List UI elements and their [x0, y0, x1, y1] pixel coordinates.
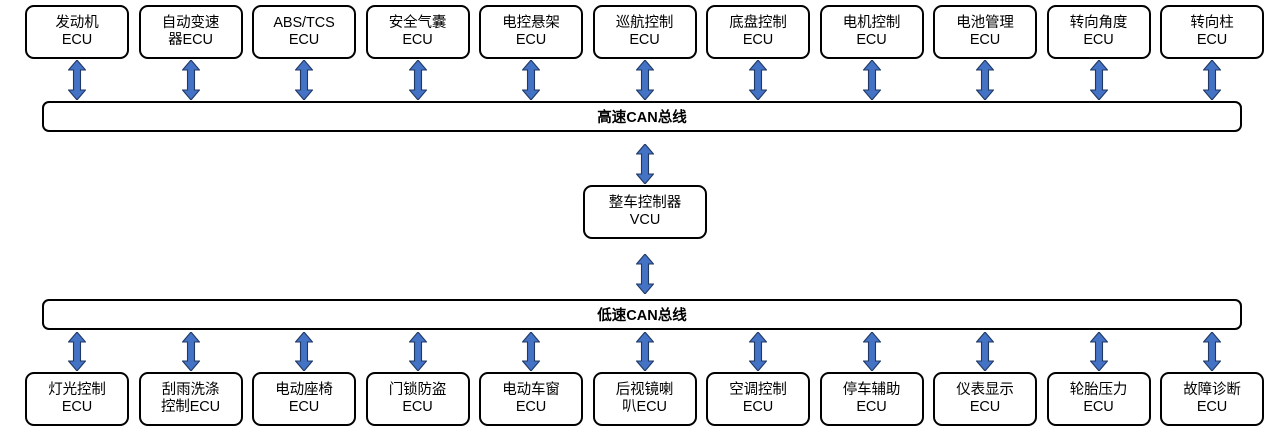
low-speed-node-10-label-line2: ECU: [1083, 399, 1114, 415]
high-speed-connector-arrow-1: [68, 60, 86, 100]
high-speed-can-bus-label: 高速CAN总线: [597, 110, 687, 126]
low-speed-node-8-label-line1: 停车辅助: [842, 381, 901, 398]
low-speed-node-3-label-line2: ECU: [288, 399, 320, 415]
high-speed-node-1-label-line2: ECU: [61, 32, 93, 48]
high-speed-node-10-label-line2: ECU: [1083, 32, 1114, 48]
high-speed-node-7-label-line2: ECU: [742, 32, 774, 48]
low-speed-connector-arrow-5: [522, 332, 540, 371]
high-speed-connector-arrow-6: [635, 60, 654, 100]
low-speed-connector-arrow-3: [295, 332, 313, 371]
high-speed-connector-arrow-9: [976, 60, 994, 100]
high-speed-connector-arrow-10: [1089, 60, 1108, 100]
high-speed-connector-arrow-2: [181, 60, 200, 100]
low-speed-node-1-label-line1: 灯光控制: [48, 381, 106, 398]
low-speed-node-7-label-line1: 空调控制: [729, 381, 787, 398]
high-speed-node-11-label-line2: ECU: [1196, 32, 1228, 48]
high-speed-connector-arrow-3: [295, 60, 313, 100]
low-speed-connector-arrow-7: [749, 332, 767, 371]
high-speed-connector-arrow-4: [408, 60, 427, 100]
high-speed-node-5-label-line2: ECU: [515, 32, 547, 48]
vcu-label-line1: 整车控制器: [608, 194, 682, 211]
low-speed-node-7-label-line2: ECU: [742, 399, 774, 415]
high-speed-node-7-label-line1: 底盘控制: [729, 14, 787, 31]
high-speed-node-6-label-line1: 巡航控制: [615, 14, 674, 31]
low-speed-can-bus-label: 低速CAN总线: [597, 308, 687, 324]
low-speed-connector-arrow-2: [181, 332, 200, 371]
low-speed-node-2-label-line1: 刮雨洗涤: [161, 381, 220, 398]
low-speed-connector-arrow-4: [408, 332, 427, 371]
high-speed-can-bus: 高速CAN总线: [42, 101, 1242, 132]
low-speed-node-6: 后视镜喇叭ECU: [592, 372, 697, 426]
high-speed-node-4-label-line2: ECU: [402, 32, 433, 48]
low-speed-node-9-label-line2: ECU: [969, 399, 1001, 415]
low-speed-node-5-label-line2: ECU: [515, 399, 547, 415]
low-speed-node-6-label-line2: 叭ECU: [622, 399, 667, 415]
high-speed-connector-arrow-11: [1203, 60, 1221, 100]
high-speed-node-2: 自动变速器ECU: [138, 5, 243, 59]
vcu-low-speed-connector-arrow: [636, 254, 654, 294]
high-speed-node-6-label-line2: ECU: [629, 32, 660, 48]
high-speed-node-8-label-line2: ECU: [856, 32, 887, 48]
high-speed-node-1-label-line1: 发动机: [55, 14, 99, 31]
low-speed-node-2: 刮雨洗涤控制ECU: [138, 372, 243, 426]
vehicle-control-unit-box: 整车控制器 VCU: [583, 185, 707, 239]
low-speed-node-5-label-line1: 电动车窗: [502, 381, 560, 398]
low-speed-node-1-label-line2: ECU: [61, 399, 93, 415]
low-speed-node-9-label-line1: 仪表显示: [956, 381, 1014, 398]
high-speed-node-10-label-line1: 转向角度: [1069, 14, 1128, 31]
high-speed-node-3-label-line1: ABS/TCS: [273, 14, 335, 31]
low-speed-node-11-label-line2: ECU: [1196, 399, 1228, 415]
low-speed-connector-arrow-10: [1089, 332, 1108, 371]
high-speed-node-9-label-line2: ECU: [969, 32, 1001, 48]
low-speed-node-11-label-line1: 故障诊断: [1183, 381, 1241, 398]
low-speed-node-10-label-line1: 轮胎压力: [1069, 381, 1128, 398]
low-speed-connector-arrow-11: [1203, 332, 1221, 371]
low-speed-node-4-label-line1: 门锁防盗: [388, 381, 447, 398]
low-speed-connector-arrow-9: [976, 332, 994, 371]
low-speed-connector-arrow-1: [68, 332, 86, 371]
low-speed-can-bus: 低速CAN总线: [42, 299, 1242, 330]
low-speed-connector-arrow-8: [862, 332, 881, 371]
high-speed-node-5-label-line1: 电控悬架: [502, 14, 560, 31]
vcu-label-line2: VCU: [629, 212, 661, 228]
low-speed-node-6-label-line1: 后视镜喇: [615, 381, 674, 398]
high-speed-node-2-label-line1: 自动变速: [161, 14, 220, 31]
vcu-high-speed-connector-arrow: [636, 144, 654, 184]
high-speed-connector-arrow-7: [749, 60, 767, 100]
high-speed-node-4-label-line1: 安全气囊: [388, 14, 447, 31]
low-speed-node-2-label-line2: 控制ECU: [160, 399, 221, 415]
low-speed-node-3-label-line1: 电动座椅: [275, 381, 333, 398]
low-speed-connector-arrow-6: [635, 332, 654, 371]
high-speed-connector-arrow-8: [862, 60, 881, 100]
high-speed-node-9-label-line1: 电池管理: [956, 14, 1014, 31]
low-speed-node-4-label-line2: ECU: [402, 399, 433, 415]
high-speed-node-2-label-line2: 器ECU: [168, 32, 213, 48]
high-speed-node-8-label-line1: 电机控制: [842, 14, 901, 31]
high-speed-node-11-label-line1: 转向柱: [1190, 14, 1234, 31]
low-speed-node-8-label-line2: ECU: [856, 399, 887, 415]
high-speed-connector-arrow-5: [522, 60, 540, 100]
high-speed-node-3-label-line2: ECU: [288, 32, 320, 48]
